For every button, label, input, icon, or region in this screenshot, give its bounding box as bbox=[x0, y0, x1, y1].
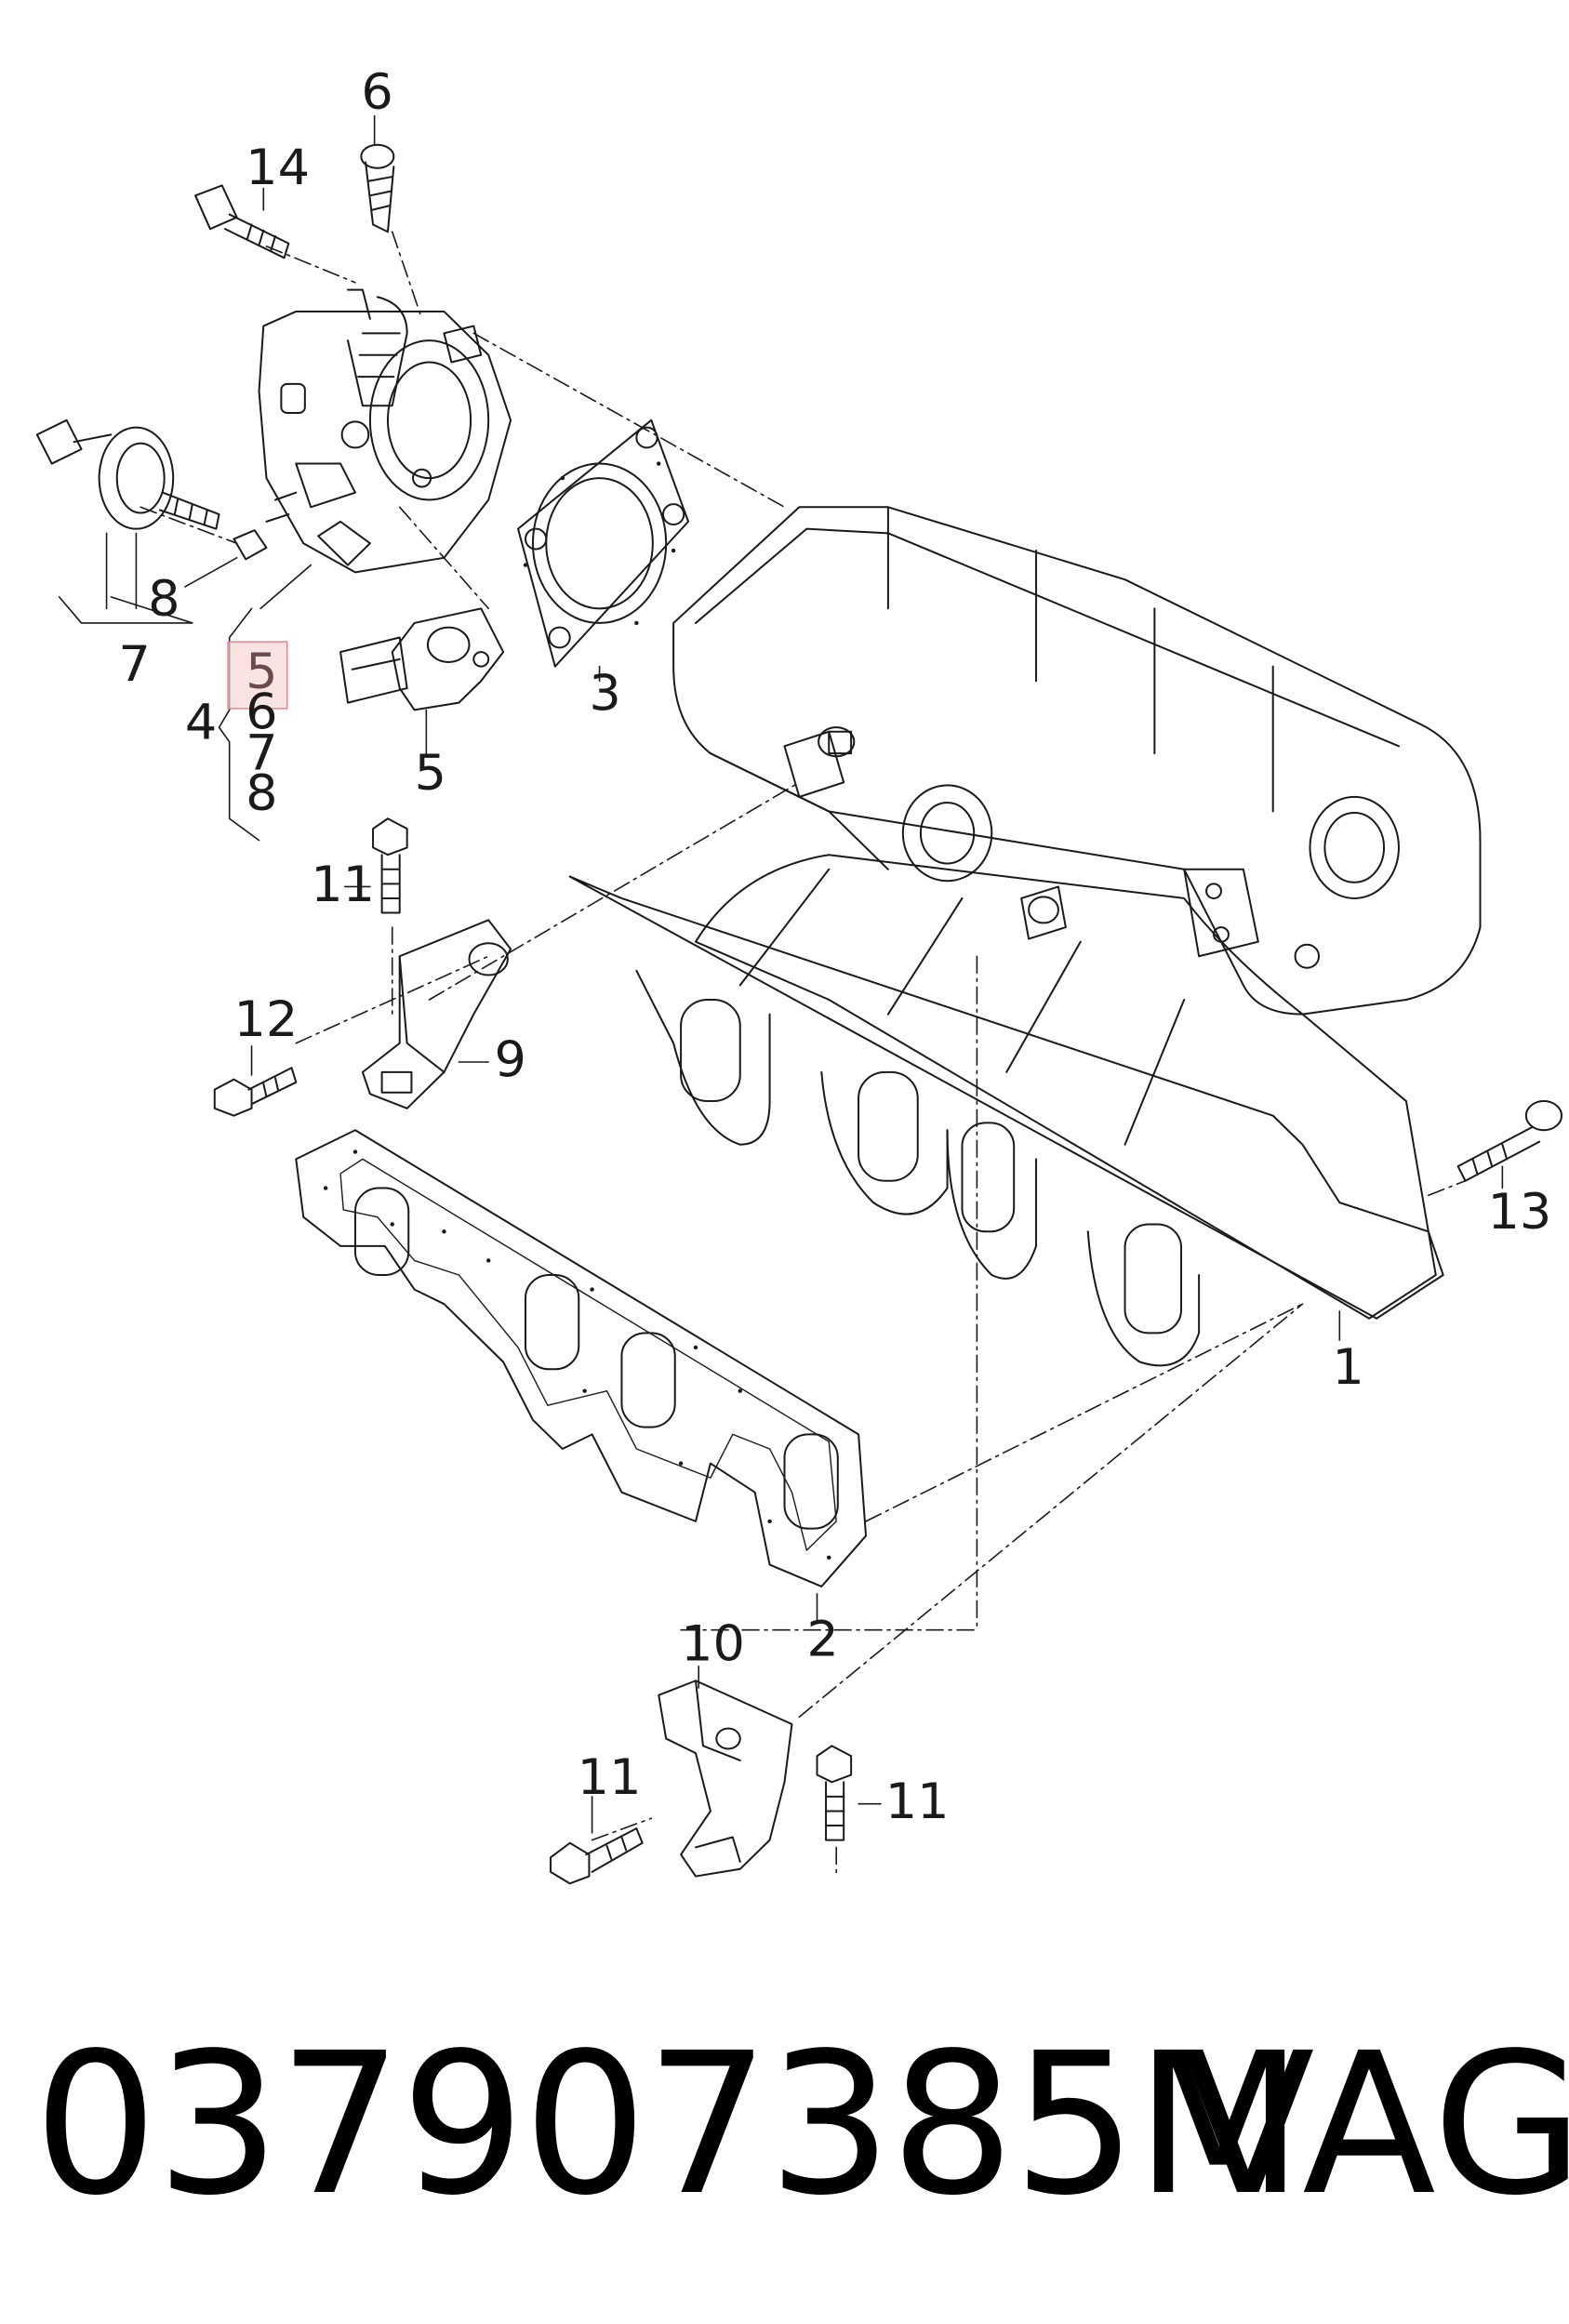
throttle-sensor bbox=[340, 608, 503, 710]
brand-name: VAG bbox=[1181, 2011, 1569, 2238]
callout-8-left: 8 bbox=[148, 570, 180, 628]
callout-5-sensor: 5 bbox=[415, 744, 446, 802]
callout-6-top: 6 bbox=[361, 62, 392, 120]
leader-lines bbox=[60, 116, 1503, 1833]
part-number: 037907385M bbox=[33, 2011, 1304, 2238]
exploded-parts-diagram: 6 14 3 5 8 7 4 5 6 7 8 11 12 9 13 1 2 10… bbox=[0, 62, 1569, 1999]
bolt-11-lower-left bbox=[551, 1828, 643, 1883]
callout-2: 2 bbox=[806, 1610, 838, 1667]
alignment-lines bbox=[140, 232, 1465, 1876]
bracket-9 bbox=[363, 920, 511, 1109]
bracket-10 bbox=[658, 1680, 791, 1876]
highlight-box bbox=[228, 642, 287, 709]
callout-11-c: 11 bbox=[885, 1773, 950, 1830]
bolt-12 bbox=[215, 1068, 297, 1115]
callout-13: 13 bbox=[1487, 1183, 1551, 1241]
bolt-11-upper bbox=[373, 818, 407, 912]
callout-7-bottom: 7 bbox=[118, 635, 150, 693]
throttle-body-gasket bbox=[518, 420, 688, 667]
callout-11-a: 11 bbox=[311, 856, 375, 913]
bolt-13 bbox=[1458, 1101, 1562, 1181]
callout-11-b: 11 bbox=[578, 1747, 642, 1805]
manifold-gasket bbox=[296, 1130, 866, 1587]
callout-4: 4 bbox=[185, 693, 217, 750]
callout-5-group: 5 bbox=[246, 643, 277, 700]
callout-6-group: 6 bbox=[246, 683, 277, 740]
callout-14: 14 bbox=[246, 138, 310, 195]
callout-8-group: 8 bbox=[246, 764, 277, 821]
callout-3: 3 bbox=[589, 664, 620, 722]
intake-manifold bbox=[570, 507, 1481, 1365]
callout-7-group: 7 bbox=[246, 724, 277, 781]
actuator-7 bbox=[37, 420, 219, 529]
callout-labels: 6 14 3 5 8 7 4 5 6 7 8 11 12 9 13 1 2 10… bbox=[118, 62, 1551, 1830]
throttle-body bbox=[259, 290, 512, 573]
bolt-14 bbox=[195, 185, 288, 258]
callout-9: 9 bbox=[495, 1030, 526, 1088]
callout-12: 12 bbox=[233, 989, 298, 1047]
callout-10: 10 bbox=[681, 1614, 745, 1672]
bolt-11-lower-right bbox=[818, 1746, 852, 1839]
callout-1: 1 bbox=[1332, 1337, 1363, 1395]
nut-8 bbox=[233, 530, 266, 559]
screw-6 bbox=[361, 145, 393, 232]
